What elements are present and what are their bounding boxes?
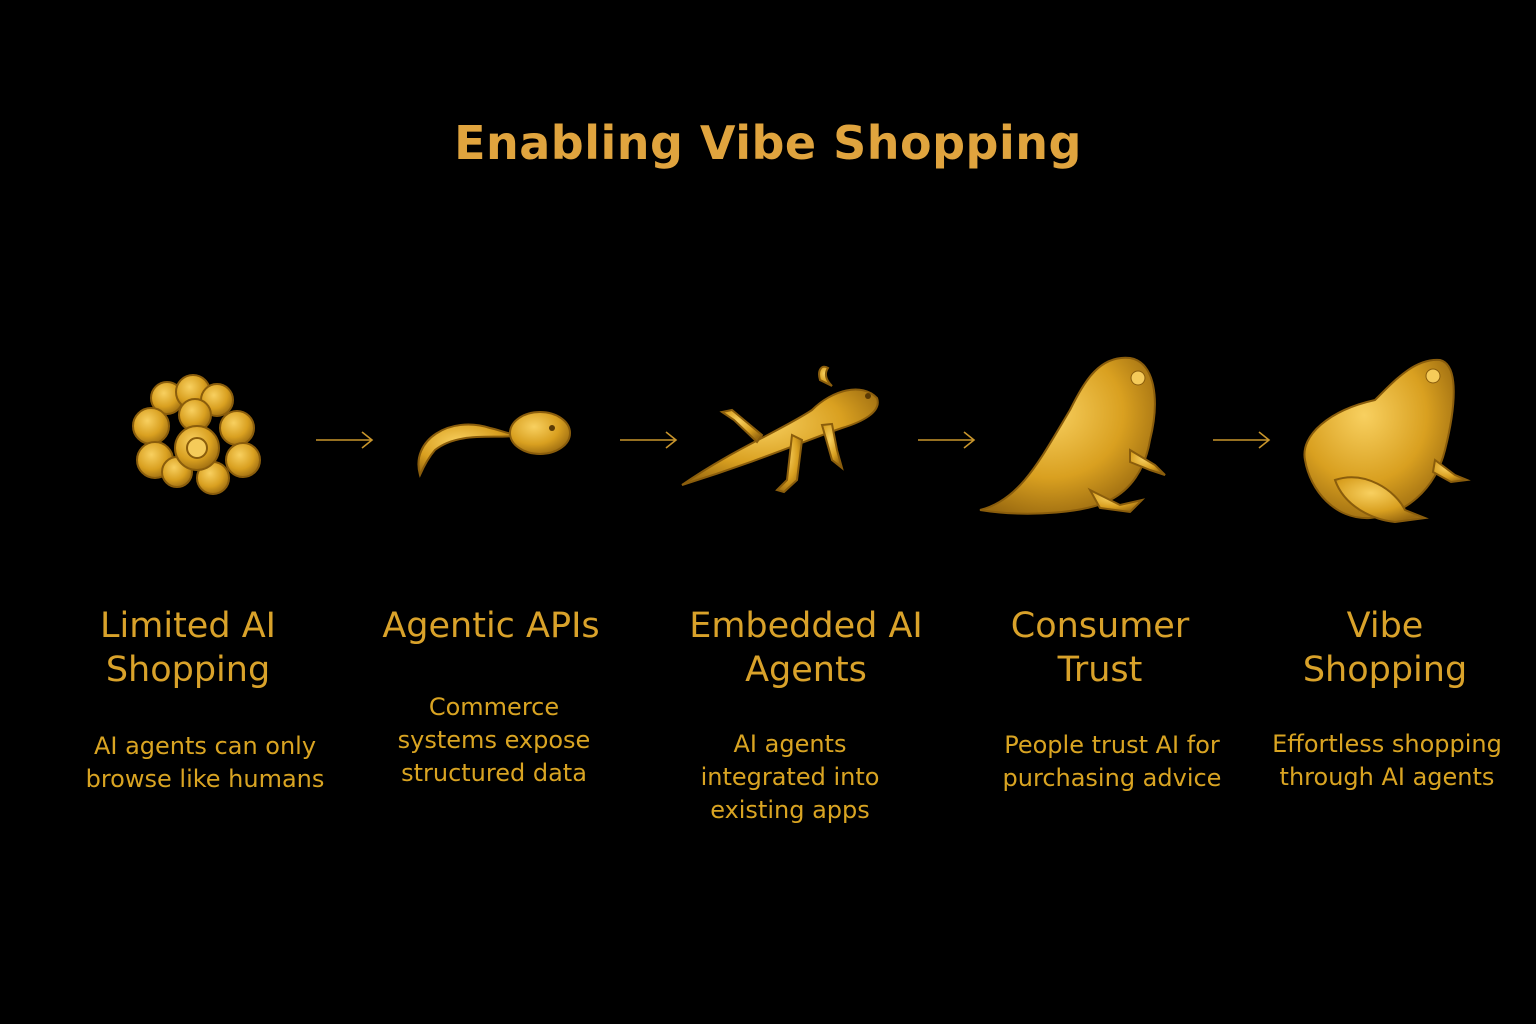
stage-5-description: Effortless shopping through AI agents	[1272, 730, 1502, 791]
arrow-icon	[316, 431, 374, 449]
stage-2-heading: Agentic APIs	[382, 606, 600, 646]
arrow-icon	[1213, 431, 1271, 449]
stage-1-description: AI agents can only browse like humans	[85, 732, 325, 793]
stage-5-heading: Vibe Shopping	[1302, 606, 1468, 690]
stage-3-heading: Embedded AI Agents	[689, 606, 923, 690]
stage-1-heading: Limited AI Shopping	[100, 606, 276, 690]
frog-icon	[1303, 358, 1471, 524]
stage-4-description: People trust AI for purchasing advice	[1002, 731, 1222, 792]
tadpole-icon	[417, 411, 571, 478]
diagram-title: Enabling Vibe Shopping	[454, 116, 1082, 170]
frog-eggs-icon	[132, 374, 261, 495]
froglet-icon	[979, 356, 1166, 515]
tadpole-with-legs-icon	[681, 365, 879, 494]
stage-3-description: AI agents integrated into existing apps	[700, 730, 880, 824]
stage-2-description: Commerce systems expose structured data	[397, 693, 591, 787]
arrow-icon	[620, 431, 678, 449]
arrow-icon	[918, 431, 976, 449]
stage-4-heading: Consumer Trust	[1010, 606, 1190, 690]
